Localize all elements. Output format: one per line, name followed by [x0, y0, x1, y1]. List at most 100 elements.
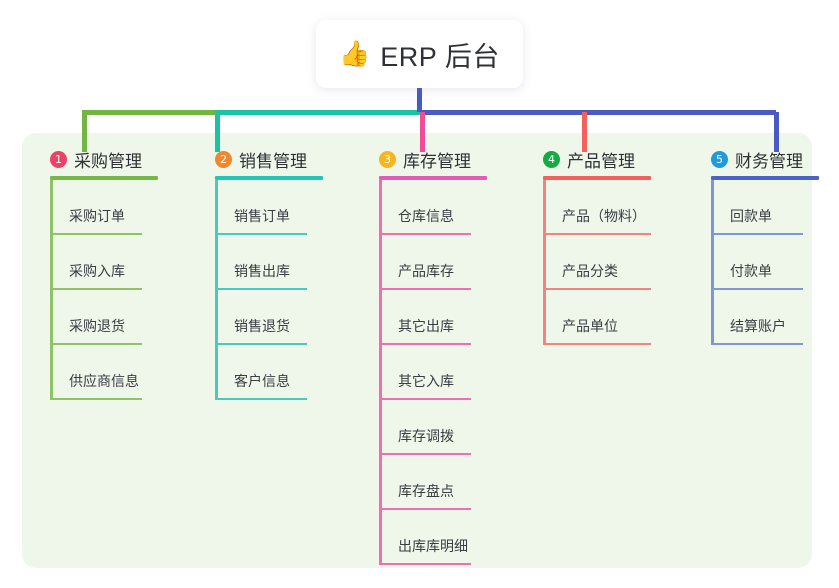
leaf-underline — [379, 508, 471, 510]
leaf-underline — [215, 288, 307, 290]
bus-teal — [215, 110, 420, 115]
root-trunk-connector — [417, 86, 422, 112]
leaf-underline — [711, 288, 803, 290]
leaf-item[interactable]: 仓库信息 — [366, 180, 487, 235]
leaf-item[interactable]: 库存调拨 — [366, 400, 487, 455]
branch-badge-1: 1 — [50, 150, 67, 168]
branch-underline-5 — [711, 176, 819, 180]
root-node[interactable]: 👍 ERP 后台 — [316, 20, 523, 88]
leaf-underline — [50, 288, 142, 290]
leaf-list-5: 回款单付款单结算账户 — [698, 180, 819, 345]
branch-underline-2 — [215, 176, 323, 180]
leaf-spine-4 — [543, 180, 546, 345]
branch-header-2[interactable]: 2 销售管理 — [202, 147, 323, 171]
leaf-item[interactable]: 产品库存 — [366, 235, 487, 290]
branch-title-4: 产品管理 — [567, 151, 635, 171]
leaf-underline — [379, 288, 471, 290]
leaf-label: 采购入库 — [69, 263, 125, 279]
drop-col1 — [82, 112, 87, 152]
leaf-item[interactable]: 产品单位 — [530, 290, 651, 345]
leaf-list-1: 采购订单采购入库采购退货供应商信息 — [37, 180, 158, 400]
branch-underline-4 — [543, 176, 651, 180]
leaf-label: 客户信息 — [234, 373, 290, 389]
leaf-item[interactable]: 出库库明细 — [366, 510, 487, 565]
leaf-item[interactable]: 其它入库 — [366, 345, 487, 400]
leaf-underline — [379, 398, 471, 400]
leaf-spine-1 — [50, 180, 53, 400]
leaf-label: 产品分类 — [562, 263, 618, 279]
drop-col2 — [215, 112, 220, 152]
leaf-label: 销售订单 — [234, 208, 290, 224]
leaf-underline — [543, 343, 651, 345]
leaf-item[interactable]: 销售退货 — [202, 290, 323, 345]
branch-title-5: 财务管理 — [735, 151, 803, 171]
leaf-underline — [50, 233, 142, 235]
leaf-spine-3 — [379, 180, 382, 565]
leaf-label: 产品（物料） — [562, 208, 646, 224]
leaf-underline — [50, 398, 142, 400]
branch-column-2: 2 销售管理销售订单销售出库销售退货客户信息 — [202, 147, 323, 400]
leaf-label: 其它出库 — [398, 318, 454, 334]
leaf-item[interactable]: 结算账户 — [698, 290, 819, 345]
leaf-item[interactable]: 销售出库 — [202, 235, 323, 290]
leaf-underline — [379, 343, 471, 345]
leaf-spine-5 — [711, 180, 714, 345]
leaf-item[interactable]: 产品分类 — [530, 235, 651, 290]
drop-col3 — [420, 112, 425, 152]
branch-underline-3 — [379, 176, 487, 180]
leaf-underline — [379, 233, 471, 235]
leaf-label: 销售出库 — [234, 263, 290, 279]
branch-badge-3: 3 — [379, 150, 396, 168]
leaf-label: 库存盘点 — [398, 483, 454, 499]
leaf-underline — [543, 233, 651, 235]
branch-underline-1 — [50, 176, 158, 180]
leaf-label: 出库库明细 — [398, 538, 468, 554]
drop-col5 — [774, 112, 779, 152]
leaf-item[interactable]: 采购订单 — [37, 180, 158, 235]
leaf-label: 供应商信息 — [69, 373, 139, 389]
leaf-label: 采购订单 — [69, 208, 125, 224]
leaf-label: 其它入库 — [398, 373, 454, 389]
leaf-label: 结算账户 — [730, 318, 786, 334]
leaf-item[interactable]: 付款单 — [698, 235, 819, 290]
branch-title-2: 销售管理 — [239, 151, 307, 171]
leaf-underline — [215, 398, 307, 400]
leaf-label: 付款单 — [730, 263, 772, 279]
thumbs-up-icon: 👍 — [339, 39, 371, 68]
leaf-list-3: 仓库信息产品库存其它出库其它入库库存调拨库存盘点出库库明细 — [366, 180, 487, 565]
leaf-label: 产品单位 — [562, 318, 618, 334]
leaf-underline — [379, 563, 471, 565]
leaf-item[interactable]: 销售订单 — [202, 180, 323, 235]
leaf-item[interactable]: 采购入库 — [37, 235, 158, 290]
leaf-underline — [215, 233, 307, 235]
leaf-label: 采购退货 — [69, 318, 125, 334]
leaf-item[interactable]: 供应商信息 — [37, 345, 158, 400]
leaf-list-2: 销售订单销售出库销售退货客户信息 — [202, 180, 323, 400]
leaf-item[interactable]: 采购退货 — [37, 290, 158, 345]
branch-badge-2: 2 — [215, 150, 232, 168]
leaf-item[interactable]: 库存盘点 — [366, 455, 487, 510]
leaf-item[interactable]: 产品（物料） — [530, 180, 651, 235]
leaf-underline — [711, 343, 803, 345]
root-title: ERP 后台 — [380, 41, 500, 72]
bus-indigo — [420, 110, 776, 115]
drop-col4 — [582, 112, 587, 152]
diagram-panel — [22, 133, 812, 568]
leaf-label: 库存调拨 — [398, 428, 454, 444]
leaf-label: 销售退货 — [234, 318, 290, 334]
leaf-item[interactable]: 回款单 — [698, 180, 819, 235]
leaf-underline — [215, 343, 307, 345]
leaf-underline — [543, 288, 651, 290]
leaf-item[interactable]: 其它出库 — [366, 290, 487, 345]
leaf-item[interactable]: 客户信息 — [202, 345, 323, 400]
leaf-underline — [50, 343, 142, 345]
